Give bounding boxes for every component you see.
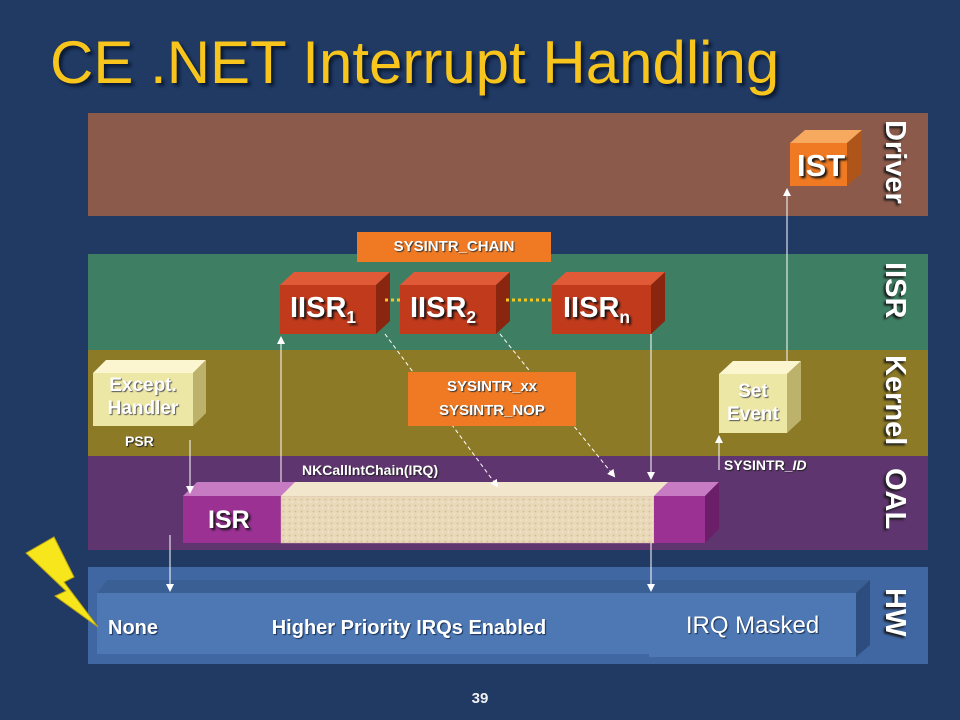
- iisr2-box: [400, 272, 510, 334]
- nkcallintchain-label: NKCallIntChain(IRQ): [302, 462, 439, 478]
- layer-label-kernel: Kernel: [879, 355, 911, 446]
- psr-label: PSR: [125, 433, 154, 449]
- iisrn-box: [552, 272, 665, 334]
- layer-label-driver: Driver: [879, 120, 911, 204]
- sysintr-id-label: SYSINTR_ID: [724, 457, 807, 473]
- sysintr-xx-nop-tag: SYSINTR_xx SYSINTR_NOP: [408, 372, 576, 426]
- hw-none-label: None: [108, 617, 158, 639]
- iisr1-label: IISR1: [290, 292, 357, 328]
- hw-higher-priority-label: Higher Priority IRQs Enabled: [271, 617, 547, 639]
- iisr1-box: [280, 272, 390, 334]
- page-number: 39: [471, 690, 489, 707]
- ist-box: [790, 130, 862, 186]
- set-event-box: [719, 361, 801, 433]
- iisrn-label: IISRn: [563, 292, 631, 328]
- slide-title: CE .NET Interrupt Handling: [50, 29, 780, 96]
- sysintr-chain-tag: SYSINTR_CHAIN: [357, 232, 551, 262]
- iisr2-label: IISR2: [410, 292, 477, 328]
- hw-none-box: [97, 580, 179, 654]
- isr-bar: [183, 482, 719, 544]
- hw-higher-box: [169, 580, 659, 654]
- except-handler-label: Except. Handler: [107, 375, 179, 419]
- set-event-label: Set Event: [727, 381, 779, 425]
- layer-label-iisr: IISR: [879, 262, 911, 319]
- isr-label: ISR: [208, 506, 250, 534]
- except-handler-box: [93, 360, 206, 426]
- hw-masked-box: [649, 580, 870, 657]
- ist-label: IST: [797, 148, 846, 183]
- driver-band: [88, 113, 928, 216]
- interrupt-lightning-icon: [25, 536, 99, 628]
- hw-irq-masked-label: IRQ Masked: [685, 612, 820, 639]
- layer-label-oal: OAL: [879, 468, 911, 530]
- layer-label-hw: HW: [879, 588, 911, 637]
